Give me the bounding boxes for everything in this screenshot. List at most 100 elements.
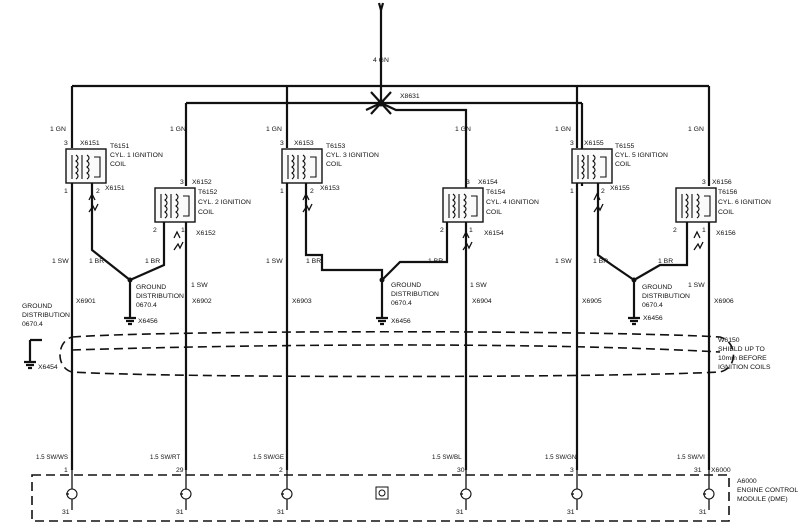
svg-text:0670.4: 0670.4 <box>391 300 412 307</box>
svg-text:X6152: X6152 <box>192 179 212 186</box>
ecm-id: A6000 <box>737 478 757 485</box>
coil-cyl-6: 1 GN 3 X6156 T6156 CYL. 6 IGNITION COIL … <box>633 126 771 474</box>
svg-text:31: 31 <box>176 509 184 516</box>
svg-text:2: 2 <box>153 227 157 234</box>
svg-text:2: 2 <box>310 188 314 195</box>
svg-text:X6156: X6156 <box>716 230 736 237</box>
svg-text:3: 3 <box>64 140 68 147</box>
svg-text:2: 2 <box>601 188 605 195</box>
cable-shield: GROUND DISTRIBUTION 0670.4 X6454 W6150 S… <box>22 303 771 378</box>
svg-text:COIL: COIL <box>326 161 342 168</box>
coil-cyl-2: 1 GN 3 X6152 T6152 CYL. 2 IGNITION COIL … <box>129 126 251 474</box>
ecm-driver-4: 31 <box>456 470 472 516</box>
svg-text:1 BR: 1 BR <box>306 258 321 265</box>
svg-text:31: 31 <box>694 467 702 474</box>
svg-text:3: 3 <box>570 140 574 147</box>
svg-text:3: 3 <box>180 179 184 186</box>
ecm-driver-2: 31 <box>176 470 192 516</box>
svg-text:3: 3 <box>702 179 706 186</box>
ground-connector: X6456 <box>138 318 158 325</box>
power-distribution: 4 GN X8631 <box>70 2 711 188</box>
svg-text:2: 2 <box>673 227 677 234</box>
ecm-driver-5: 31 <box>567 470 583 516</box>
svg-text:1 GN: 1 GN <box>266 126 282 133</box>
svg-text:1 SW: 1 SW <box>191 282 208 289</box>
svg-text:DISTRIBUTION: DISTRIBUTION <box>391 291 439 298</box>
svg-text:1 GN: 1 GN <box>555 126 571 133</box>
svg-text:1 GN: 1 GN <box>170 126 186 133</box>
svg-text:1.5 SW/RT: 1.5 SW/RT <box>150 454 180 461</box>
svg-text:T6152: T6152 <box>198 189 217 196</box>
svg-text:0670.4: 0670.4 <box>22 321 43 328</box>
ecm-driver-1: 31 <box>62 470 78 516</box>
svg-text:DISTRIBUTION: DISTRIBUTION <box>136 293 184 300</box>
ecm-driver-3: 31 <box>277 470 293 516</box>
svg-text:X6153: X6153 <box>294 140 314 147</box>
svg-text:3: 3 <box>280 140 284 147</box>
feed-splice-label: X8631 <box>400 93 420 100</box>
left-ground-connector: X6454 <box>38 364 58 371</box>
svg-text:DISTRIBUTION: DISTRIBUTION <box>642 293 690 300</box>
svg-text:1.5 SW/WS: 1.5 SW/WS <box>36 454 68 461</box>
svg-text:2: 2 <box>279 467 283 474</box>
svg-text:COIL: COIL <box>486 209 502 216</box>
svg-text:CYL. 1 IGNITION: CYL. 1 IGNITION <box>110 152 163 159</box>
svg-text:1.5 SW/VI: 1.5 SW/VI <box>677 454 705 461</box>
svg-text:GROUND: GROUND <box>22 303 52 310</box>
svg-text:T6154: T6154 <box>486 189 505 196</box>
svg-text:X6903: X6903 <box>292 298 312 305</box>
feed-wire-label: 4 GN <box>373 57 389 64</box>
svg-text:CYL. 6 IGNITION: CYL. 6 IGNITION <box>718 199 771 206</box>
svg-text:3: 3 <box>570 467 574 474</box>
svg-text:2: 2 <box>96 188 100 195</box>
svg-text:1 SW: 1 SW <box>266 258 283 265</box>
ecm-name-line1: ENGINE CONTROL <box>737 487 798 494</box>
svg-text:1 BR: 1 BR <box>145 258 160 265</box>
svg-text:X6156: X6156 <box>712 179 732 186</box>
svg-text:31: 31 <box>62 509 70 516</box>
svg-text:1: 1 <box>280 188 284 195</box>
svg-text:X6154: X6154 <box>484 230 504 237</box>
svg-text:1 BR: 1 BR <box>89 258 104 265</box>
svg-text:GROUND: GROUND <box>642 284 672 291</box>
svg-text:1 SW: 1 SW <box>555 258 572 265</box>
svg-text:1.5 SW/BL: 1.5 SW/BL <box>432 454 462 461</box>
svg-text:X6904: X6904 <box>472 298 492 305</box>
svg-text:X6902: X6902 <box>192 298 212 305</box>
svg-text:GROUND: GROUND <box>136 284 166 291</box>
svg-text:1: 1 <box>64 188 68 195</box>
svg-text:0670.4: 0670.4 <box>136 302 157 309</box>
svg-text:1 SW: 1 SW <box>688 282 705 289</box>
svg-text:1 GN: 1 GN <box>455 126 471 133</box>
svg-text:1: 1 <box>469 227 473 234</box>
svg-text:1: 1 <box>570 188 574 195</box>
svg-text:T6151: T6151 <box>110 143 129 150</box>
engine-control-module: 31 31 31 31 31 31 <box>31 467 798 522</box>
svg-text:GROUND: GROUND <box>391 282 421 289</box>
svg-text:CYL. 5 IGNITION: CYL. 5 IGNITION <box>615 152 668 159</box>
svg-text:1 SW: 1 SW <box>52 258 69 265</box>
coil-cyl-1: 1 GN 3 X6151 T6151 CYL. 1 IGNITION COIL … <box>36 126 163 474</box>
svg-text:T6153: T6153 <box>326 143 345 150</box>
svg-text:W6150: W6150 <box>718 337 740 344</box>
svg-text:X6155: X6155 <box>584 140 604 147</box>
svg-text:31: 31 <box>699 509 707 516</box>
svg-text:X6152: X6152 <box>196 230 216 237</box>
svg-text:COIL: COIL <box>198 209 214 216</box>
svg-text:IGNITION COILS: IGNITION COILS <box>718 364 771 371</box>
svg-text:SHIELD UP TO: SHIELD UP TO <box>718 346 765 353</box>
svg-text:0670.4: 0670.4 <box>642 302 663 309</box>
svg-text:1 SW: 1 SW <box>470 282 487 289</box>
svg-text:1: 1 <box>181 227 185 234</box>
svg-text:X6906: X6906 <box>714 298 734 305</box>
svg-text:3: 3 <box>466 179 470 186</box>
coil-cyl-3: 1 GN 3 X6153 T6153 CYL. 3 IGNITION COIL … <box>253 126 384 474</box>
svg-text:29: 29 <box>176 467 184 474</box>
svg-text:X6154: X6154 <box>478 179 498 186</box>
svg-text:X6155: X6155 <box>610 185 630 192</box>
svg-text:1 BR: 1 BR <box>593 258 608 265</box>
svg-text:X6901: X6901 <box>76 298 96 305</box>
svg-text:COIL: COIL <box>615 161 631 168</box>
